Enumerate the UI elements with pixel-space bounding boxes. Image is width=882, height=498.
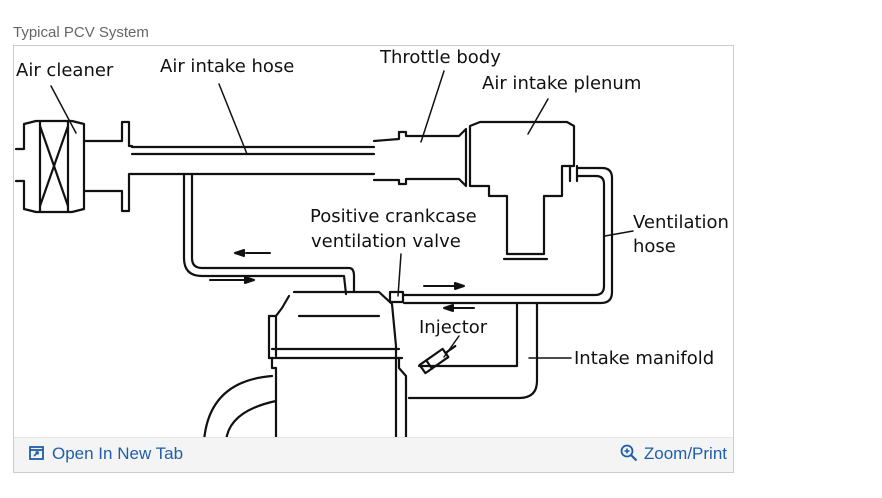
open-in-new-tab-label: Open In New Tab [52, 444, 184, 463]
zoom-print-link[interactable]: Zoom/Print [620, 444, 727, 464]
pcv-system-diagram: Air cleaner Air intake hose Throttle bod… [14, 47, 729, 441]
magnifier-plus-icon [620, 444, 638, 463]
label-throttle-body: Throttle body [379, 47, 501, 68]
label-air-intake-hose: Air intake hose [160, 56, 294, 77]
open-in-new-tab-icon [28, 445, 46, 463]
air-cleaner-drawing [14, 119, 134, 214]
label-air-cleaner: Air cleaner [16, 60, 114, 81]
label-pcv-valve-line2: ventilation valve [311, 231, 461, 252]
image-toolbar: Open In New Tab Zoom/Print [14, 437, 733, 472]
return-hose-drawing [182, 172, 356, 296]
zoom-print-label: Zoom/Print [643, 444, 727, 463]
leader-lines [50, 70, 634, 359]
injector-drawing [418, 344, 457, 375]
label-ventilation-hose-line2: hose [633, 236, 676, 257]
figure-caption: Typical PCV System [13, 24, 149, 41]
open-in-new-tab-link[interactable]: Open In New Tab [28, 444, 183, 464]
air-intake-plenum-drawing [468, 120, 579, 261]
pcv-valve-drawing [388, 290, 405, 304]
diagram-frame: Air cleaner Air intake hose Throttle bod… [13, 45, 734, 473]
engine-block-drawing [202, 290, 408, 441]
label-air-intake-plenum: Air intake plenum [482, 73, 641, 94]
label-intake-manifold: Intake manifold [574, 348, 714, 369]
intake-manifold-drawing [407, 301, 539, 400]
air-intake-hose-drawing [130, 127, 468, 188]
label-ventilation-hose-line1: Ventilation [633, 212, 729, 233]
flow-arrows [209, 249, 475, 312]
label-injector: Injector [419, 317, 488, 338]
label-pcv-valve-line1: Positive crankcase [310, 206, 477, 227]
